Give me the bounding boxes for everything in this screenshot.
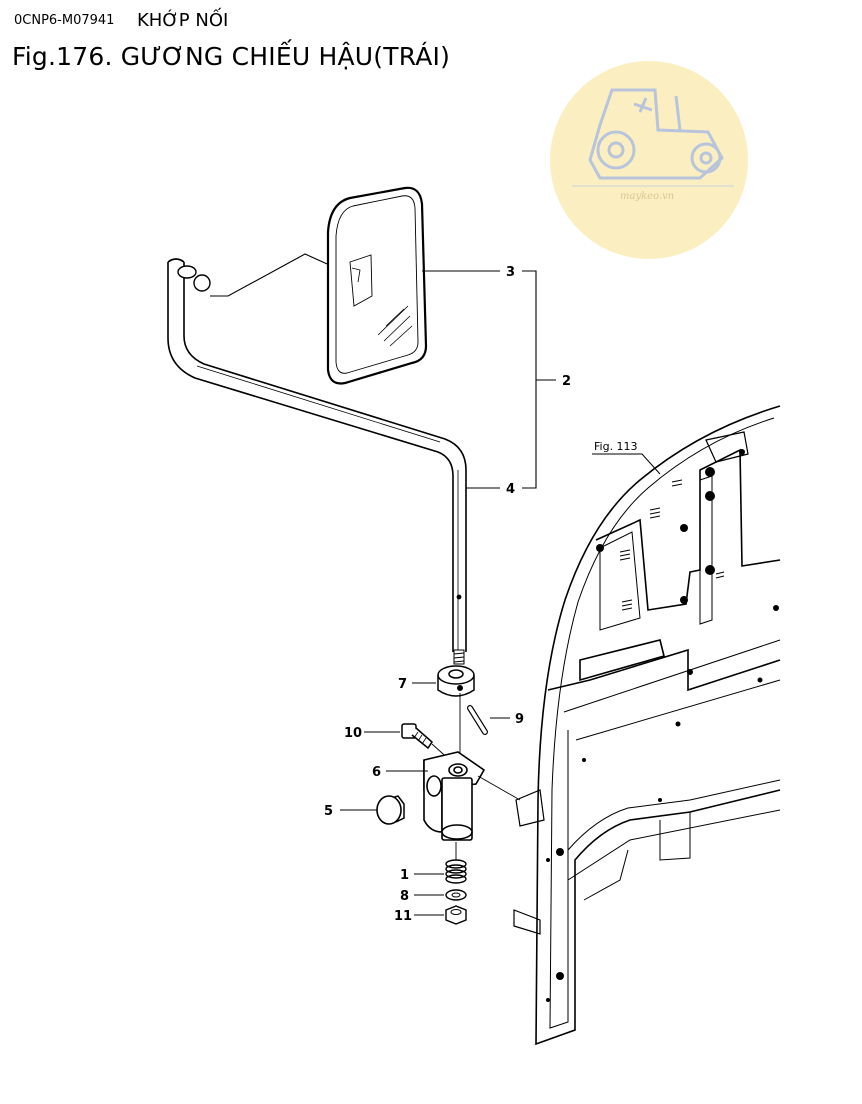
callout-6: 6 bbox=[372, 765, 381, 780]
callout-bracket bbox=[422, 270, 556, 489]
callout-4: 4 bbox=[506, 482, 515, 497]
callout-7: 7 bbox=[398, 677, 407, 692]
rod-thread bbox=[453, 649, 465, 665]
part-code: 0CNP6-M07941 bbox=[14, 13, 115, 28]
nut-part bbox=[414, 905, 467, 925]
cap-part bbox=[340, 795, 405, 825]
cab-panel bbox=[513, 405, 781, 1046]
figure-reference: Fig. 113 bbox=[594, 440, 638, 453]
page-title: Fig.176. GƯƠNG CHIẾU HẬU(TRÁI) bbox=[12, 42, 451, 71]
bolt-part bbox=[364, 723, 453, 763]
panel-holes bbox=[546, 449, 779, 1002]
pin-part bbox=[467, 705, 510, 735]
callout-10: 10 bbox=[344, 726, 362, 741]
callout-11: 11 bbox=[394, 909, 412, 924]
washer-part bbox=[414, 889, 467, 901]
callout-8: 8 bbox=[400, 889, 409, 904]
bracket-part bbox=[423, 751, 486, 841]
callout-2: 2 bbox=[562, 374, 571, 389]
panel-studs bbox=[619, 479, 725, 611]
watermark-text: maykeo.vn bbox=[620, 191, 674, 202]
watermark-logo: maykeo.vn bbox=[550, 61, 748, 259]
ball-joint bbox=[177, 265, 211, 292]
callout-3: 3 bbox=[506, 265, 515, 280]
mirror-arm-rod bbox=[167, 258, 467, 652]
spring-part bbox=[445, 842, 467, 884]
group-name: KHỚP NỐI bbox=[137, 10, 229, 31]
callout-5: 5 bbox=[324, 804, 333, 819]
mirror bbox=[326, 186, 428, 385]
collar-part bbox=[437, 665, 475, 697]
callout-1: 1 bbox=[400, 868, 409, 883]
callout-9: 9 bbox=[515, 712, 524, 727]
